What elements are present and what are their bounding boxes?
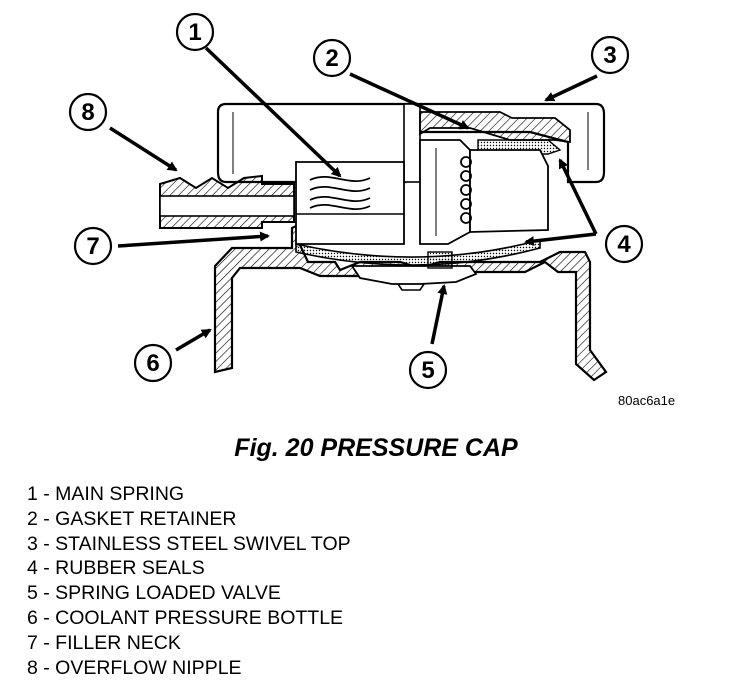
callout-7-label: 7 [86,233,99,260]
callout-7: 7 [73,226,113,266]
callout-6-label: 6 [146,350,159,377]
legend-item: 7 - FILLER NECK [27,631,181,654]
legend-item: 5 - SPRING LOADED VALVE [27,582,281,605]
callout-8-label: 8 [81,99,94,126]
lower-seal [295,238,541,266]
callout-1-label: 1 [188,19,201,46]
valve-spring [460,156,472,224]
callout-2-label: 2 [325,45,338,72]
callout-3: 3 [590,35,630,75]
callout-4-label: 4 [617,231,631,258]
coolant-bottle-shape [213,222,608,382]
callout-2: 2 [312,38,352,78]
callout-5: 5 [408,350,448,390]
legend-item: 1 - MAIN SPRING [27,483,185,505]
figure-title: Fig. 20 PRESSURE CAP [234,434,518,462]
legend-list: 1 - MAIN SPRING 2 - GASKET RETAINER 3 - … [27,482,351,680]
leader-lines [109,46,598,352]
legend-item: 6 - COOLANT PRESSURE BOTTLE [27,606,344,629]
pressure-cap-diagram: 1 2 3 4 5 6 7 8 [68,12,644,390]
legend-item: 2 - GASKET RETAINER [27,507,237,530]
callout-3-label: 3 [603,42,616,69]
callout-4: 4 [604,224,644,264]
callout-6: 6 [133,343,173,383]
valve-body [295,139,549,245]
legend-item: 3 - STAINLESS STEEL SWIVEL TOP [27,532,351,555]
callout-5-label: 5 [421,357,434,384]
legend-item: 8 - OVERFLOW NIPPLE [27,656,242,679]
spring-loaded-valve-shape [350,251,478,291]
callout-8: 8 [68,92,108,132]
overflow-nipple [159,174,295,229]
figure-code: 80ac6a1e [618,393,676,408]
callout-1: 1 [175,12,215,52]
legend-item: 4 - RUBBER SEALS [27,557,205,580]
main-spring [309,175,371,211]
